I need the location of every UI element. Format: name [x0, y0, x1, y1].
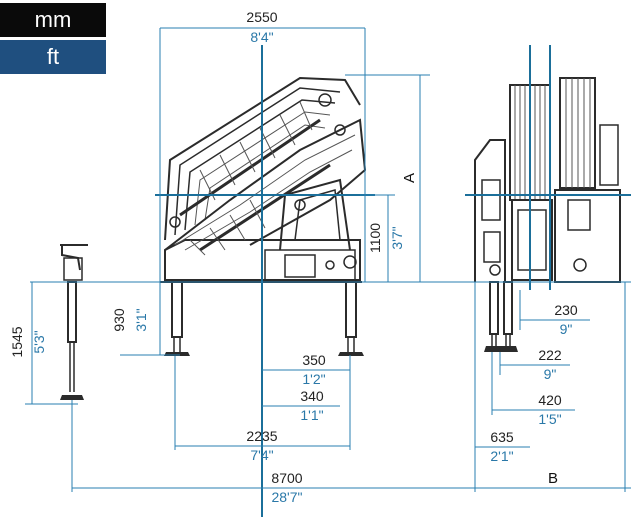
dim-height-a-label: A: [401, 173, 418, 183]
dim-stabilizer-depth-mm: 930: [111, 308, 127, 332]
dim-overall-width-ft: 8'4": [250, 29, 273, 45]
dim-overall-width-mm: 2550: [246, 9, 277, 25]
dim-total-span-ft: 28'7": [271, 489, 302, 505]
dim-column-height-mm: 1100: [367, 223, 383, 253]
dim-leg-635-mm: 635: [490, 429, 514, 445]
dim-outrigger-ft: 5'3": [31, 330, 47, 353]
crane-side-view: [474, 77, 621, 352]
dim-leg-222-ft: 9": [544, 366, 557, 382]
outrigger-view: [60, 244, 88, 400]
dim-total-span-mm: 8700: [271, 470, 302, 486]
dim-leg-420-mm: 420: [538, 392, 562, 408]
dim-offset-350-ft: 1'2": [302, 371, 325, 387]
dim-base-width-ft: 7'4": [250, 447, 273, 463]
unit-toggle-ft[interactable]: ft: [0, 40, 106, 74]
dim-outrigger-mm: 1545: [9, 326, 25, 357]
dim-leg-635-ft: 2'1": [490, 448, 513, 464]
dimension-labels: 2550 8'4" A 1100 3'7" 1545 5'3" 930 3'1"…: [9, 9, 578, 505]
dim-stabilizer-depth-ft: 3'1": [133, 308, 149, 331]
dim-leg-230-ft: 9": [560, 321, 573, 337]
dim-column-height-ft: 3'7": [389, 226, 405, 249]
dim-leg-230-mm: 230: [554, 302, 578, 318]
dim-offset-340-mm: 340: [300, 388, 324, 404]
dim-leg-420-ft: 1'5": [538, 411, 561, 427]
dimension-lines: [25, 27, 631, 492]
dim-leg-222-mm: 222: [538, 347, 562, 363]
unit-toggle-mm[interactable]: mm: [0, 3, 106, 37]
dim-base-width-mm: 2235: [246, 428, 277, 444]
dim-offset-340-ft: 1'1": [300, 407, 323, 423]
reference-lines: [30, 45, 631, 517]
dim-offset-350-mm: 350: [302, 352, 326, 368]
dim-side-width-b-label: B: [548, 470, 558, 487]
